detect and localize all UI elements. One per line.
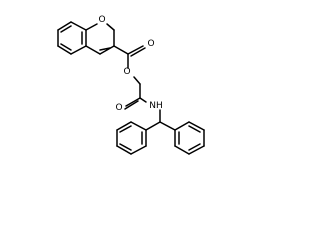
bond-double <box>130 47 146 57</box>
ester-group <box>113 45 146 85</box>
bond <box>174 121 190 131</box>
pyran-ring <box>85 23 115 55</box>
bond <box>145 121 161 131</box>
bond <box>159 121 176 131</box>
ester-oxygen-label: O <box>123 67 130 77</box>
bond <box>130 145 147 155</box>
ring-oxygen-label: O <box>98 15 105 25</box>
bond-double-inner <box>188 125 201 133</box>
amide-oxygen-label: O <box>115 103 122 113</box>
bond <box>130 121 147 131</box>
bond <box>70 21 87 31</box>
benzo-ring <box>57 21 87 55</box>
phenyl-ring-right <box>159 121 205 155</box>
bond <box>85 23 98 31</box>
bond <box>99 45 115 55</box>
ester-carbonyl-oxygen-label: O <box>147 39 154 49</box>
molecule-structure-diagram: O O O O NH <box>57 15 205 155</box>
amide-group <box>124 83 161 123</box>
bond <box>113 45 129 55</box>
amide-nitrogen-label: NH <box>149 101 163 111</box>
bond-double <box>124 100 139 110</box>
bond <box>85 45 101 55</box>
bond-double-inner <box>60 25 72 33</box>
bond-double-inner <box>60 43 72 51</box>
bond-double-inner <box>119 125 132 133</box>
bond <box>125 97 141 107</box>
bond <box>116 145 132 155</box>
bond <box>116 121 132 131</box>
bond <box>188 121 205 131</box>
phenyl-ring-left <box>116 121 161 155</box>
bond <box>188 145 205 155</box>
atom-labels: O O O O NH <box>98 15 162 113</box>
bond <box>139 97 147 103</box>
bond <box>57 45 72 55</box>
bond-double-inner <box>119 143 132 151</box>
bond <box>70 45 87 55</box>
bond-double-inner <box>188 143 201 151</box>
bond <box>127 45 144 55</box>
bond <box>106 23 115 31</box>
bond <box>133 76 141 85</box>
bond <box>174 145 190 155</box>
bond-double-inner <box>99 47 111 51</box>
bond <box>57 21 72 31</box>
